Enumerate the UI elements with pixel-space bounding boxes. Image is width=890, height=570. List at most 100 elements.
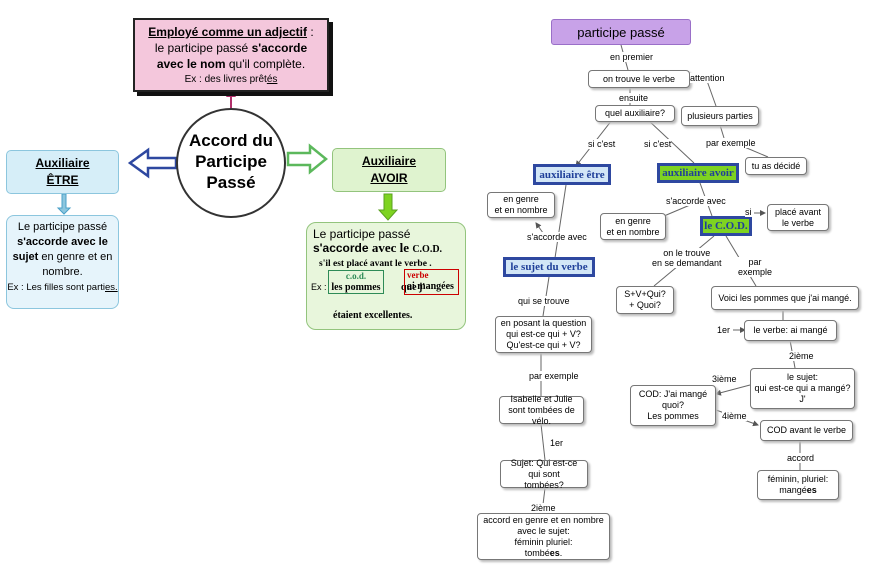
node-le-sujet: le sujet: qui est-ce qui a mangé? J' bbox=[750, 368, 855, 409]
adjectif-box: Employé comme un adjectif : le participe… bbox=[133, 18, 329, 92]
avoir-label2: AVOIR bbox=[370, 171, 408, 185]
place-avant-line1: placé avant bbox=[774, 206, 822, 217]
node-place-avant: placé avant le verbe bbox=[767, 204, 829, 231]
avoir-rule-box: Le participe passé s'accorde avec le C.O… bbox=[306, 222, 466, 330]
node-auxiliaire-avoir: auxiliaire avoir bbox=[657, 163, 739, 183]
node-sujet-qui: Sujet: Qui est-ce qui sont tombées? bbox=[500, 457, 588, 490]
label-si-cest-2: si c'est bbox=[644, 139, 672, 149]
label-1er-b: 1er bbox=[717, 325, 731, 335]
avoir-text-line1: Le participe passé bbox=[313, 227, 411, 241]
node-question: en posant la question qui est-ce qui + V… bbox=[495, 316, 592, 353]
arrow-to-avoir bbox=[286, 143, 328, 175]
genre-nombre-2-line2: et en nombre bbox=[606, 226, 660, 237]
center-title-line3: Passé bbox=[206, 173, 256, 192]
arrow-avoir-down bbox=[377, 193, 399, 221]
label-par-exemple-1: par exemple bbox=[706, 138, 756, 148]
node-verbe-ai-mange: le verbe: ai mangé bbox=[744, 320, 837, 341]
auxiliaire-avoir-box: Auxiliaire AVOIR bbox=[332, 148, 446, 192]
feminin-ending: es bbox=[806, 485, 817, 495]
node-quel-auxiliaire: quel auxiliaire? bbox=[595, 105, 675, 122]
etre-label1: Auxiliaire bbox=[35, 156, 90, 170]
adjectif-line1: le participe passé bbox=[154, 41, 252, 55]
verbe-label: verbe bbox=[407, 270, 429, 280]
etre-text-bold2: sujet bbox=[12, 251, 39, 263]
cod-mange-line1: COD: J'ai mangé bbox=[638, 389, 708, 399]
etre-text-bold1: s'accorde avec le bbox=[17, 236, 108, 248]
flowchart-title: participe passé bbox=[551, 19, 691, 45]
label-si-cest-1: si c'est bbox=[588, 139, 616, 149]
auxiliaire-etre-box: Auxiliaire ÊTRE bbox=[6, 150, 119, 194]
arrow-etre-down bbox=[56, 193, 72, 215]
node-cod-avant: COD avant le verbe bbox=[760, 420, 853, 441]
svq-line2: + Quoi? bbox=[629, 300, 661, 310]
avoir-text-line2: s'il est placé avant le verbe . bbox=[319, 259, 432, 269]
avoir-label1: Auxiliaire bbox=[361, 154, 417, 168]
node-genre-nombre-1: en genre et en nombre bbox=[487, 192, 555, 218]
etre-text-line1: Le participe passé bbox=[17, 221, 108, 233]
genre-nombre-1-line1: en genre bbox=[503, 194, 539, 204]
node-trouve-verbe: on trouve le verbe bbox=[588, 70, 690, 88]
label-par-exemple-3: par exemple bbox=[529, 371, 579, 381]
label-saccorde-avec-2: s'accorde avec bbox=[666, 196, 726, 206]
adjectif-line2-bold: avec le nom bbox=[156, 57, 226, 71]
node-isabelle: Isabelle et Julie sont tombées de vélo. bbox=[499, 393, 584, 426]
feminin-line2: mangé bbox=[779, 485, 807, 495]
node-tu-as-decide: tu as décidé bbox=[745, 157, 807, 175]
node-voici-pommes: Voici les pommes que j'ai mangé. bbox=[711, 286, 859, 310]
adjectif-title: Employé comme un adjectif bbox=[148, 25, 308, 39]
avoir-text-bold2: avec le bbox=[371, 240, 413, 255]
arrow-to-etre bbox=[127, 147, 178, 179]
isabelle-line1: Isabelle et Julie bbox=[510, 393, 573, 404]
label-accord: accord bbox=[787, 453, 815, 463]
verbe-example-box: verbe ai mangées bbox=[404, 269, 459, 295]
accord-final-line2: avec le sujet: bbox=[517, 525, 570, 536]
node-feminin-pluriel: féminin, pluriel: mangées bbox=[757, 470, 839, 500]
label-saccorde-avec-1: s'accorde avec bbox=[527, 232, 587, 242]
label-on-le-trouve: on le trouve en se demandant bbox=[652, 248, 722, 268]
avoir-que-text: que j' bbox=[401, 282, 426, 293]
adjectif-line2: qu'il complète. bbox=[225, 57, 306, 71]
sujet-qui-line2: tombées? bbox=[524, 479, 564, 490]
avoir-text-bold1: s'accorde bbox=[313, 241, 372, 255]
etre-example-ending: es. bbox=[105, 282, 118, 293]
node-sujet-du-verbe: le sujet du verbe bbox=[503, 257, 595, 277]
sujet-qui-line1: Sujet: Qui est-ce qui sont bbox=[510, 457, 578, 479]
le-sujet-line3: J' bbox=[799, 394, 806, 404]
center-title-line1: Accord du bbox=[188, 131, 274, 150]
etre-text-line3: nombre. bbox=[42, 266, 83, 278]
svq-line1: S+V+Qui? bbox=[624, 289, 666, 299]
accord-final-ending: es bbox=[549, 547, 560, 558]
isabelle-line2: sont tombées de vélo. bbox=[508, 404, 575, 426]
feminin-line1: féminin, pluriel: bbox=[767, 474, 829, 484]
verbe-text: ai mangées bbox=[407, 281, 454, 292]
node-accord-final: accord en genre et en nombre avec le suj… bbox=[477, 513, 610, 560]
adjectif-example: Ex : des livres prêt bbox=[184, 74, 267, 85]
label-par-exemple-2: par exemple bbox=[738, 257, 773, 277]
adjectif-colon: : bbox=[307, 25, 314, 39]
node-le-cod: le C.O.D. bbox=[700, 216, 752, 236]
node-genre-nombre-2: en genre et en nombre bbox=[600, 213, 666, 240]
on-le-trouve-line1: on le trouve bbox=[663, 248, 711, 258]
place-avant-line2: le verbe bbox=[781, 217, 815, 228]
adjectif-line1-bold: s'accorde bbox=[251, 41, 308, 55]
node-cod-mange: COD: J'ai mangé quoi? Les pommes bbox=[630, 385, 716, 426]
label-qui-se-trouve: qui se trouve bbox=[518, 296, 570, 306]
cod-mange-line3: Les pommes bbox=[647, 411, 699, 421]
node-plusieurs-parties: plusieurs parties bbox=[681, 106, 759, 126]
cod-mange-line2: quoi? bbox=[661, 400, 685, 410]
label-2ieme-a: 2ième bbox=[531, 503, 556, 513]
accord-final-line4: tombé bbox=[524, 547, 550, 558]
par-exemple-2-line2: exemple bbox=[738, 267, 773, 277]
label-2ieme-b: 2ième bbox=[789, 351, 814, 361]
label-en-premier: en premier bbox=[610, 52, 654, 62]
avoir-ex-label: Ex : bbox=[311, 282, 327, 292]
adjectif-example-ending: és bbox=[266, 74, 278, 85]
le-sujet-line2: qui est-ce qui a mangé? bbox=[754, 383, 851, 393]
par-exemple-2-line1: par bbox=[748, 257, 762, 267]
etre-rule-box: Le participe passé s'accorde avec le suj… bbox=[6, 215, 119, 309]
accord-final-line3: féminin pluriel: bbox=[514, 536, 573, 547]
label-3ieme: 3ième bbox=[712, 374, 737, 384]
avoir-ending: étaient excellentes. bbox=[333, 310, 413, 321]
label-attention: attention bbox=[690, 73, 725, 83]
genre-nombre-1-line2: et en nombre bbox=[494, 205, 548, 215]
